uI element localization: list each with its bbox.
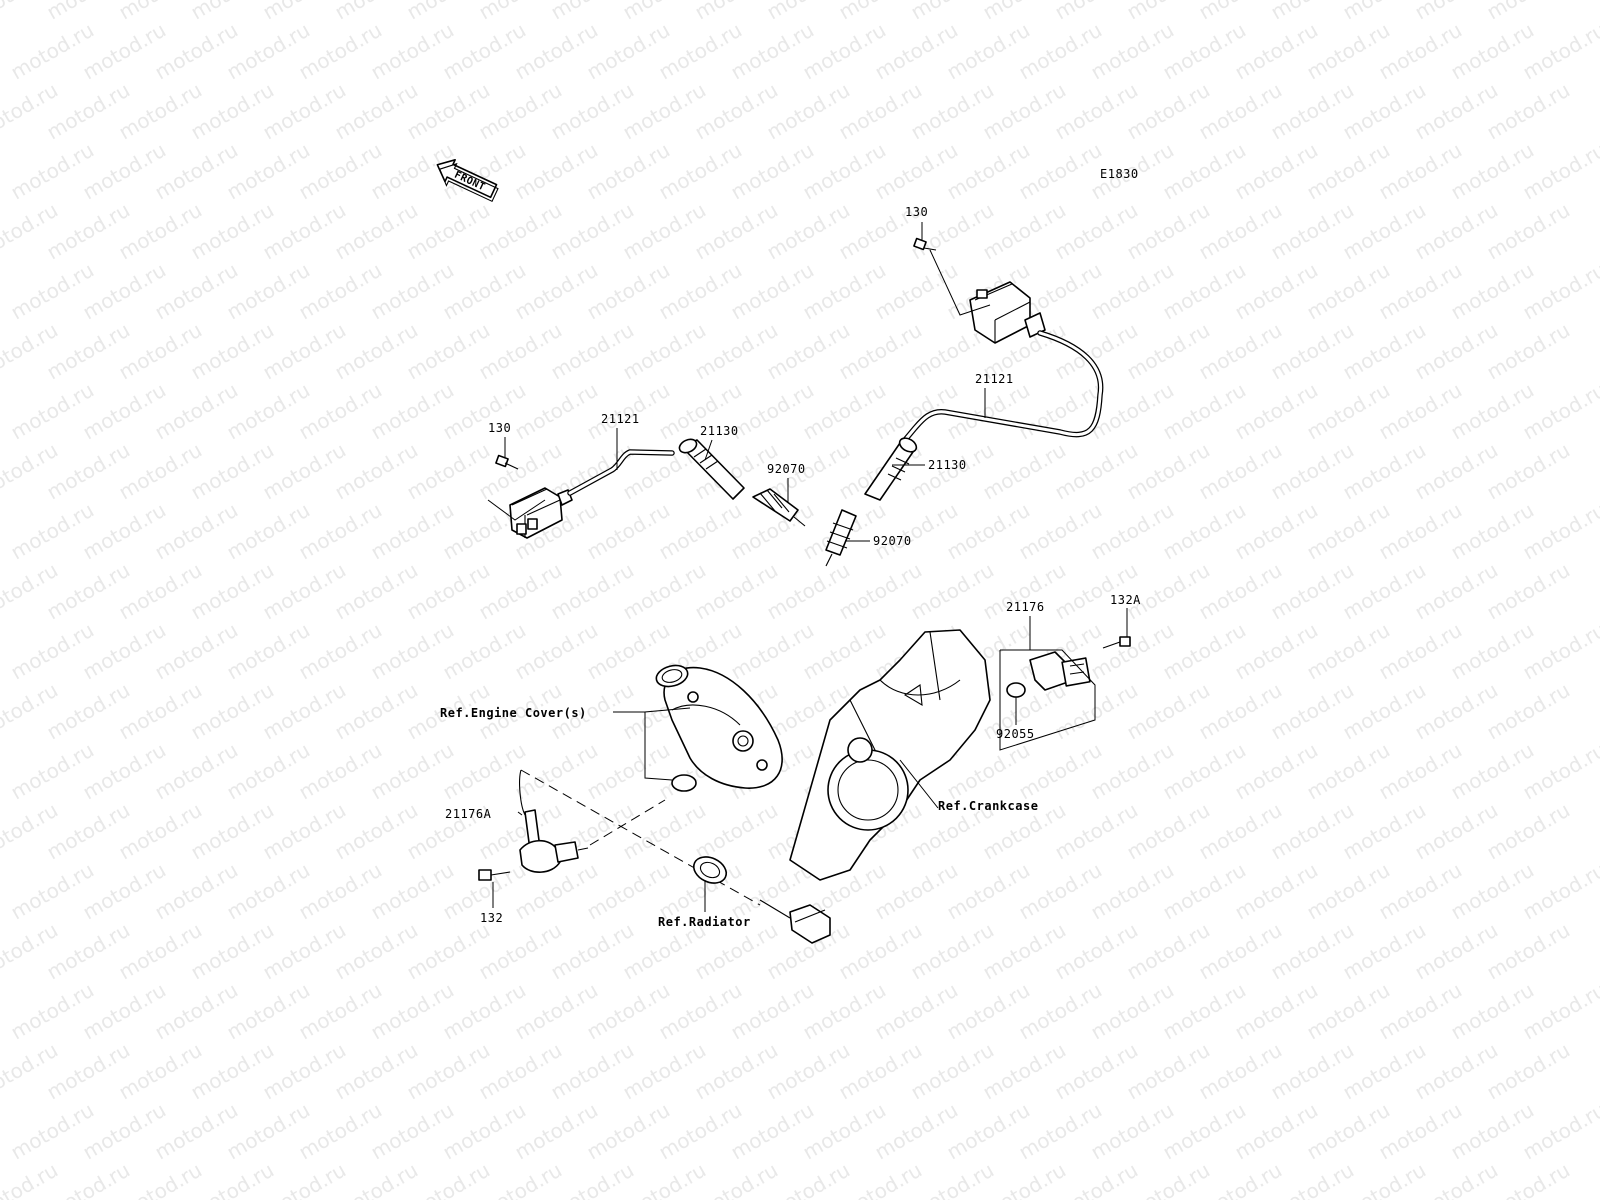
watermark-text: motod.ru: [1483, 558, 1574, 625]
watermark-text: motod.ru: [1483, 318, 1574, 385]
callout-21130-left: 21130: [700, 424, 739, 438]
sensor-21176A-part: [519, 769, 589, 873]
diagram-code: E1830: [1100, 167, 1139, 181]
callout-21176A: 21176A: [445, 807, 492, 821]
front-arrow-icon: FRONT: [436, 159, 499, 203]
ignition-cable-right: [902, 330, 1104, 443]
spark-plug-right-icon: [825, 509, 857, 567]
ignition-cable-left: [567, 449, 675, 496]
engine-cover-part: [655, 664, 783, 789]
watermark-text: motod.ru: [1483, 438, 1574, 505]
callout-21121-right: 21121: [975, 372, 1014, 386]
ref-crankcase: Ref.Crankcase: [938, 799, 1038, 813]
callout-130-right: 130: [905, 205, 928, 219]
watermark-text: motod.ru: [1483, 918, 1574, 985]
sensor-21176-part: [1029, 651, 1091, 691]
bolt-130-left-icon: [495, 454, 519, 470]
radiator-connector-part: [759, 899, 831, 944]
callout-130-left: 130: [488, 421, 511, 435]
callout-92070-left: 92070: [767, 462, 806, 476]
watermark-text: motod.ru: [1483, 1038, 1574, 1105]
leader-130-left: [487, 499, 546, 521]
ref-radiator: Ref.Radiator: [658, 915, 751, 929]
watermark-text: motod.ru: [1483, 78, 1574, 145]
watermark-text: motod.ru: [1483, 798, 1574, 865]
callout-92055: 92055: [996, 727, 1035, 741]
bolt-130-right-icon: [913, 237, 937, 251]
callout-21176: 21176: [1006, 600, 1045, 614]
callout-21130-right: 21130: [928, 458, 967, 472]
o-ring-engine-cover-icon: [671, 774, 697, 792]
bolt-132-icon: [478, 869, 511, 881]
watermark-text: motod.ru: [1483, 678, 1574, 745]
leader-130-right: [929, 249, 991, 316]
plug-cap-left: [678, 438, 745, 500]
watermark-text: motod.ru: [0, 1158, 62, 1200]
callout-132A: 132A: [1110, 593, 1141, 607]
ref-engine-cover: Ref.Engine Cover(s): [440, 706, 587, 720]
plug-cap-right: [864, 437, 918, 501]
watermark-text: motod.ru: [1483, 198, 1574, 265]
callout-92070-right: 92070: [873, 534, 912, 548]
callout-21121-left: 21121: [601, 412, 640, 426]
ignition-coil-left: [509, 487, 573, 539]
leader-engine-cover: [644, 707, 691, 781]
leader-21176: [999, 649, 1096, 751]
watermark-text: motod.ru: [1483, 0, 1574, 24]
callout-132: 132: [480, 911, 503, 925]
bolt-132A-icon: [1102, 636, 1131, 649]
spark-plug-left-icon: [752, 488, 806, 527]
crankcase-part: [789, 629, 991, 881]
o-ring-92055-icon: [1006, 682, 1026, 698]
